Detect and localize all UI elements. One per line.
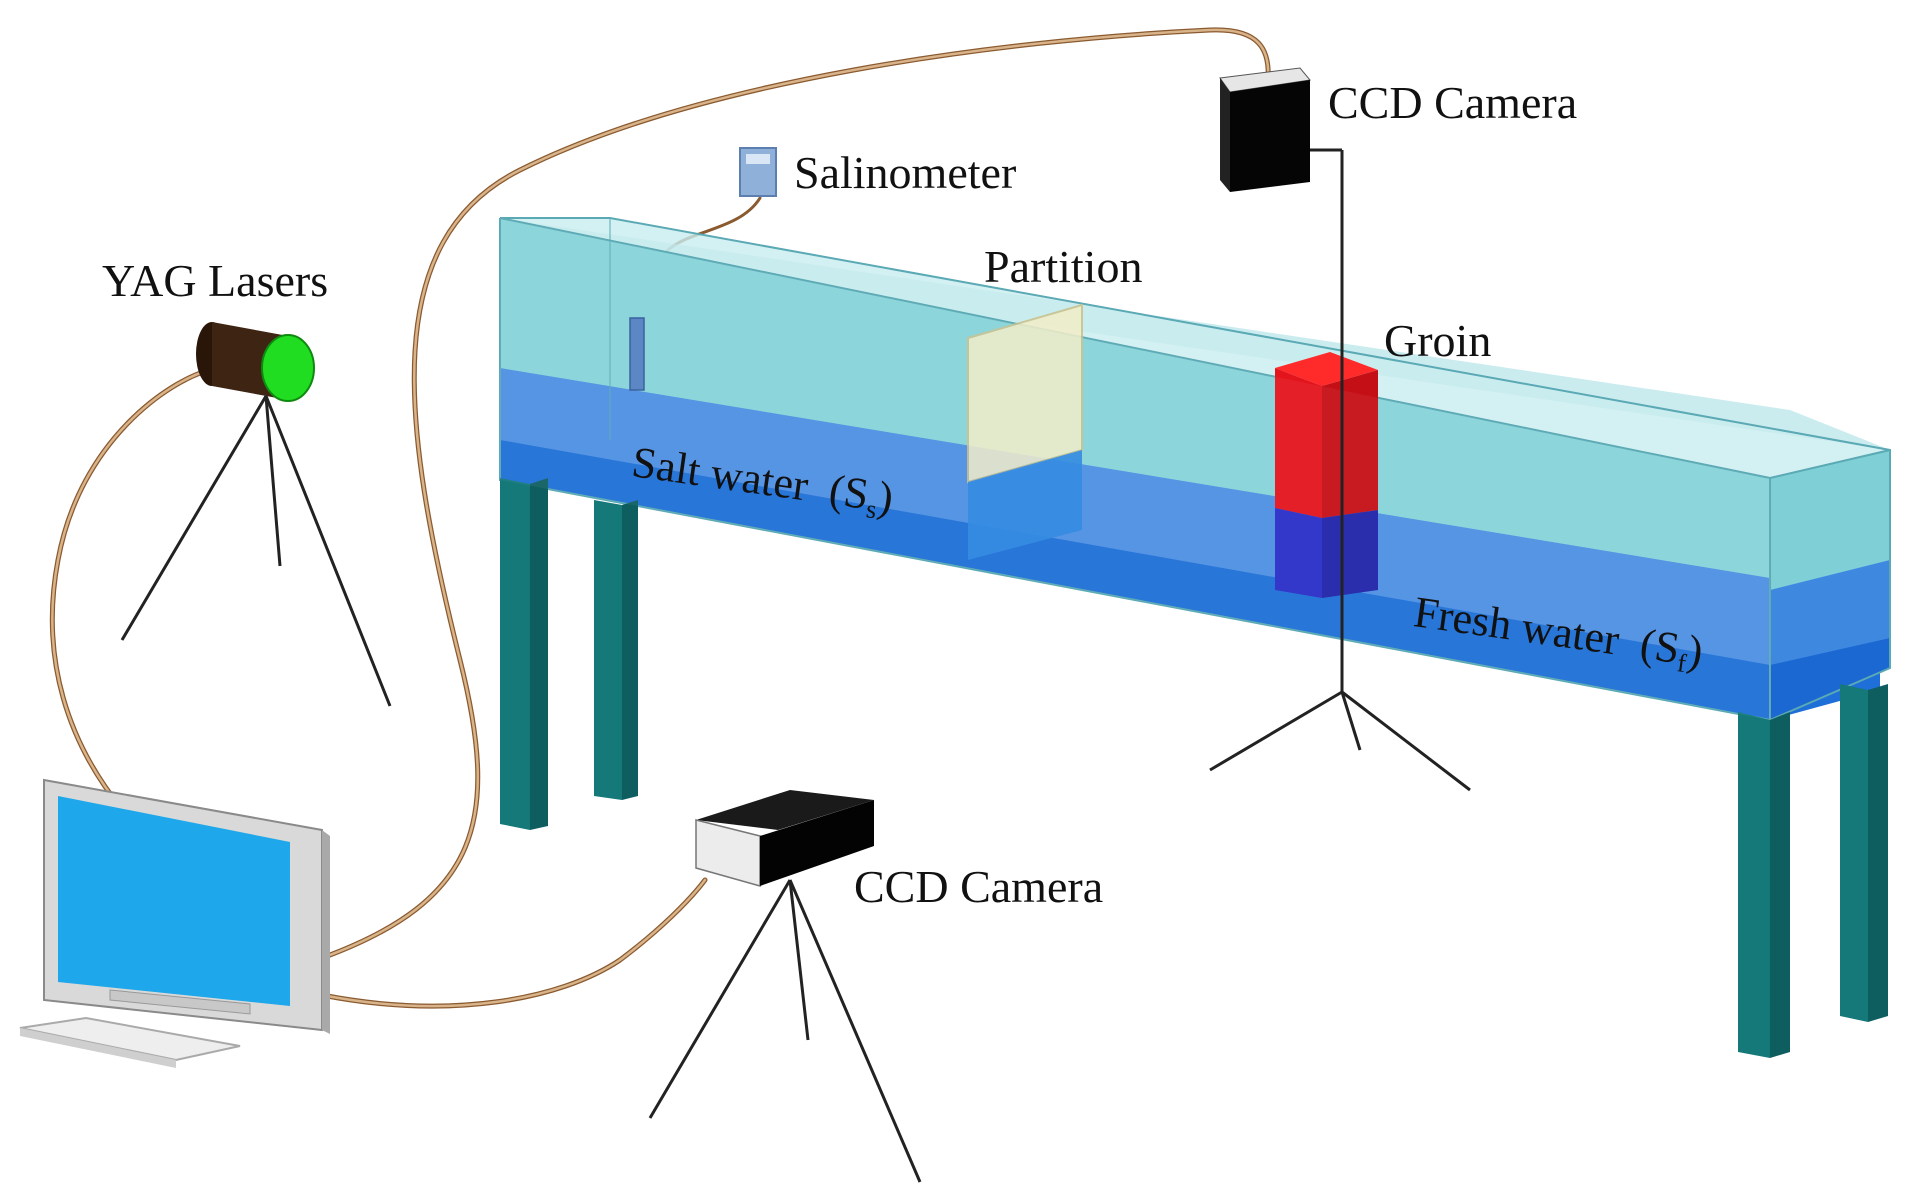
salinometer-icon [629, 147, 777, 391]
label-groin: Groin [1384, 315, 1492, 366]
fresh-water-symbol: (S [1637, 619, 1683, 674]
ccd-camera-bottom-icon [695, 790, 874, 887]
label-ccd-camera-bottom: CCD Camera [854, 861, 1104, 912]
label-partition: Partition [984, 241, 1143, 292]
groin [1275, 352, 1378, 598]
label-salinometer: Salinometer [794, 147, 1017, 198]
cable-monitor-to-bottom-camera [319, 877, 708, 1009]
groin-top [1275, 352, 1378, 386]
leg-back-left [594, 500, 638, 800]
table-legs [500, 478, 1888, 1058]
groin-bottom [1275, 508, 1322, 598]
tripod-laser-icon [120, 395, 392, 707]
cables [50, 27, 1271, 1009]
tripod-top-camera-icon [1209, 690, 1471, 792]
leg-front-left [500, 478, 548, 830]
ccd-camera-top-icon [1219, 67, 1344, 692]
label-ccd-camera-top: CCD Camera [1328, 77, 1578, 128]
leg-back-right [1840, 684, 1888, 1022]
partition [967, 303, 1083, 560]
tripod-bottom-camera-icon [648, 879, 922, 1183]
yag-laser-icon [196, 322, 315, 402]
flume-tank [499, 217, 1891, 722]
keyboard-icon [19, 1016, 241, 1068]
leg-front-right [1738, 712, 1790, 1058]
label-yag-lasers: YAG Lasers [102, 255, 329, 306]
monitor-icon [43, 778, 330, 1034]
